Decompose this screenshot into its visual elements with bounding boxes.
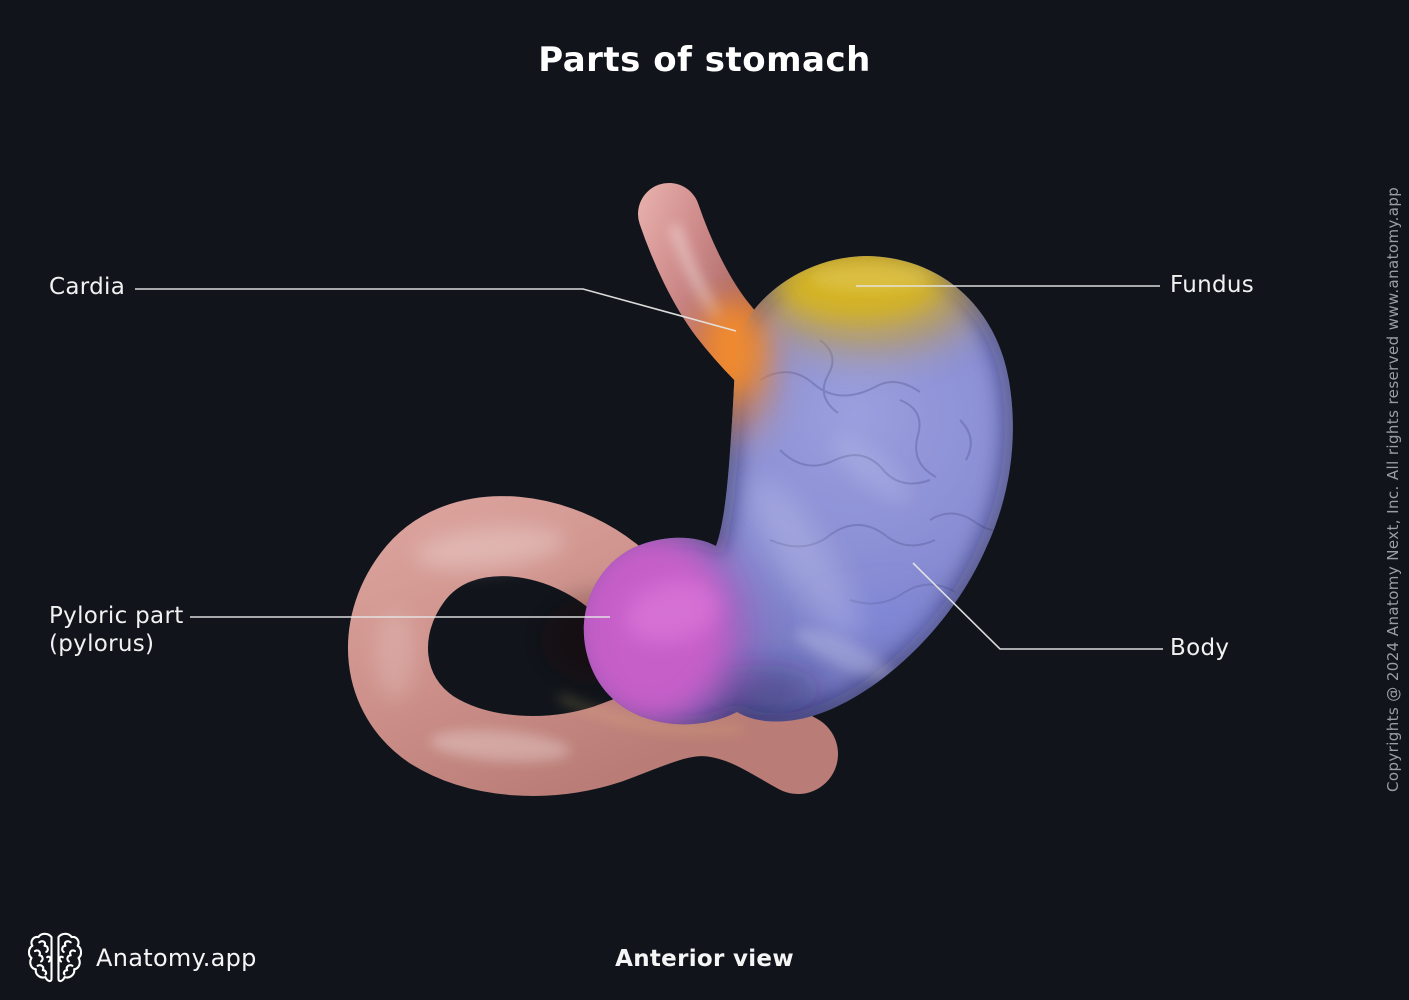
body-leader-line: [912, 562, 1163, 650]
specular-highlights: [750, 264, 930, 682]
label-cardia: Cardia: [49, 274, 126, 300]
brand-name: Anatomy.app: [96, 944, 257, 972]
region-cardia: [696, 298, 776, 438]
leader-lines: [135, 285, 1163, 650]
region-pylorus: [565, 525, 755, 735]
label-body: Body: [1170, 635, 1230, 661]
brain-logo-icon: [28, 932, 82, 983]
region-fundus: [760, 245, 980, 355]
label-pyloric-line1: Pyloric part: [49, 603, 184, 629]
view-caption: Anterior view: [615, 946, 794, 972]
label-fundus: Fundus: [1170, 272, 1255, 298]
page-title: Parts of stomach: [538, 40, 871, 80]
brand-footer: Anatomy.app: [28, 930, 257, 986]
label-pyloric-line2: (pylorus): [49, 631, 155, 657]
copyright-text: Copyrights @ 2024 Anatomy Next, Inc. All…: [1384, 186, 1402, 792]
cardia-leader-line: [135, 288, 737, 332]
label-pyloric-part: Pyloric part (pylorus): [49, 602, 184, 658]
